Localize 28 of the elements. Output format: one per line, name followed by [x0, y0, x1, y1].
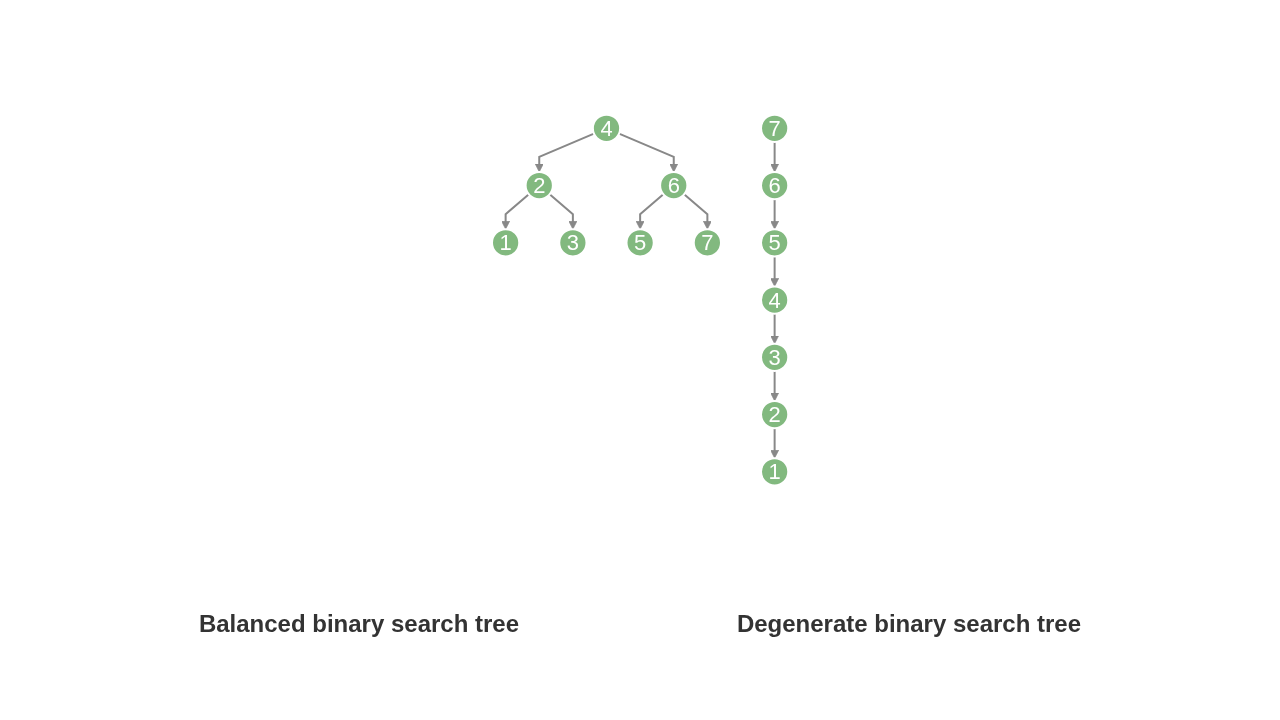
node-circle: 3 [558, 228, 588, 258]
node-circle: 6 [659, 170, 689, 201]
arrow [770, 198, 779, 230]
arrow [617, 132, 679, 173]
node-circle: 6 [759, 170, 790, 201]
node-circle: 1 [759, 457, 790, 487]
arrow [770, 369, 779, 402]
node-circle: 5 [759, 228, 790, 258]
arrow [770, 312, 779, 345]
tree-caption: Degenerate binary search tree [736, 610, 1082, 638]
node-circle: 3 [759, 342, 790, 372]
tree-caption: Balanced binary search tree [198, 610, 520, 638]
node-circle: 4 [759, 285, 790, 315]
arrow [683, 193, 712, 230]
arrow [770, 140, 779, 173]
node-circle: 1 [490, 228, 521, 258]
node-circle: 5 [625, 228, 655, 258]
arrow [635, 193, 665, 230]
arrow [770, 427, 779, 459]
arrow [501, 193, 530, 230]
node-circle: 4 [591, 113, 621, 143]
arrow [770, 255, 779, 287]
arrow [548, 193, 578, 230]
node-circle: 2 [759, 399, 790, 430]
node-circle: 7 [692, 228, 722, 258]
node-circle: 2 [524, 170, 554, 201]
arrow [534, 132, 595, 173]
node-circle: 7 [759, 113, 790, 143]
